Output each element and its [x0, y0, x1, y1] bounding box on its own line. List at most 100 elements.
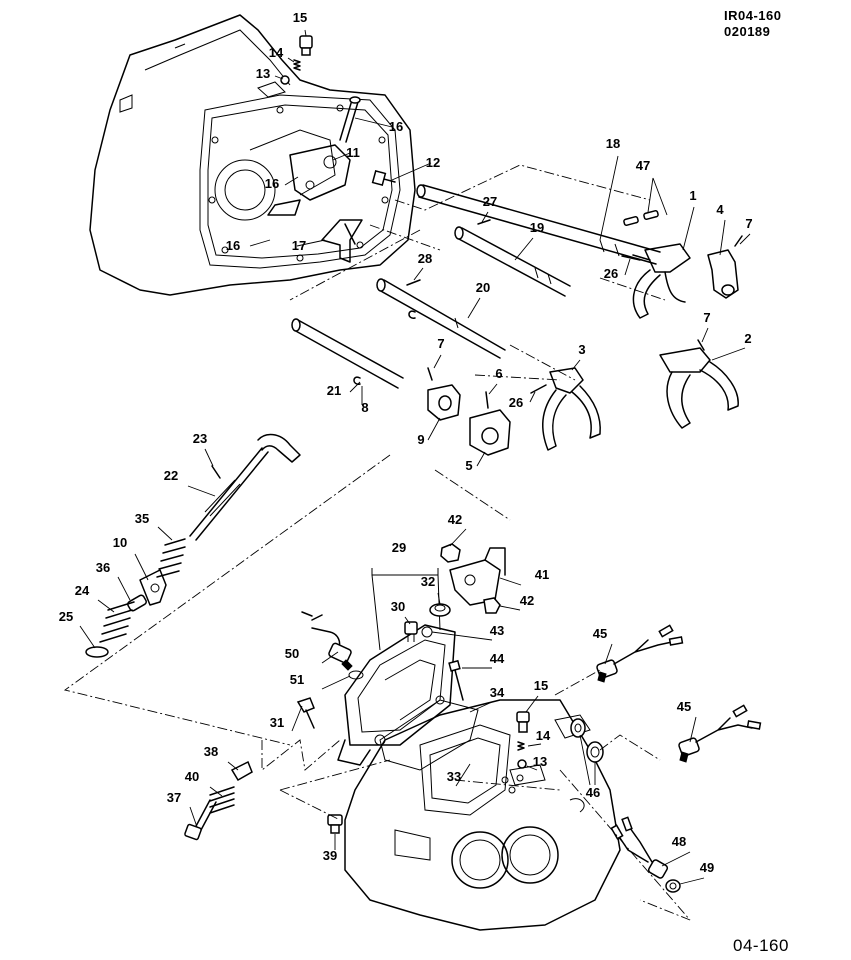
callout-29: 29 — [392, 540, 406, 555]
o-ring-51 — [348, 670, 364, 680]
callout-14: 14 — [269, 45, 284, 60]
transmission-case — [344, 699, 621, 931]
roll-pin-7 — [697, 339, 705, 351]
spring-24 — [99, 601, 135, 643]
callout-49: 49 — [700, 860, 714, 875]
callout-21: 21 — [327, 383, 341, 398]
control-shaft-22 — [189, 433, 301, 541]
plug-39 — [327, 814, 343, 834]
nut-42 — [440, 543, 461, 563]
shift-block-5 — [469, 409, 511, 456]
callout-8: 8 — [361, 400, 368, 415]
washer-25 — [85, 646, 109, 658]
switch-48 — [610, 816, 669, 879]
pin-27 — [477, 219, 491, 225]
pins-47 — [623, 209, 659, 227]
spring-14 — [517, 741, 525, 751]
callout-42: 42 — [448, 512, 462, 527]
clutch-housing — [89, 14, 416, 296]
spring-40 — [209, 786, 235, 814]
pin-28 — [406, 279, 421, 286]
diagram-code: IR04-160 — [724, 8, 782, 23]
shift-rail-21 — [291, 318, 404, 389]
callout-19: 19 — [530, 220, 544, 235]
bolt-31 — [296, 697, 315, 729]
roll-pin-26 — [530, 384, 547, 394]
callout-38: 38 — [204, 744, 218, 759]
bushing-32 — [429, 603, 451, 617]
bolt-44 — [448, 659, 464, 701]
callout-36: 36 — [96, 560, 110, 575]
shift-fork-1 — [632, 243, 691, 319]
callout-12: 12 — [426, 155, 440, 170]
leader-lines — [79, 29, 751, 885]
callout-10: 10 — [113, 535, 127, 550]
lever-bracket-11 — [289, 144, 351, 201]
callout-2: 2 — [744, 331, 751, 346]
callout-32: 32 — [421, 574, 435, 589]
shift-block-9 — [427, 384, 461, 421]
bolt-37 — [184, 799, 217, 841]
callout-39: 39 — [323, 848, 337, 863]
vent-30 — [404, 621, 418, 642]
callout-44: 44 — [490, 651, 505, 666]
callout-18: 18 — [606, 136, 620, 151]
callout-16: 16 — [389, 119, 403, 134]
washer-49 — [665, 879, 681, 893]
callout-13: 13 — [256, 66, 270, 81]
callout-4: 4 — [716, 202, 724, 217]
callout-23: 23 — [193, 431, 207, 446]
ball-13 — [280, 75, 290, 85]
callout-15: 15 — [534, 678, 548, 693]
shift-fork-3 — [542, 367, 601, 451]
callout-5: 5 — [465, 458, 472, 473]
retainer-36 — [127, 594, 147, 612]
plug-bolt-15 — [299, 35, 313, 56]
callout-26: 26 — [509, 395, 523, 410]
bolt-12 — [371, 169, 396, 187]
callout-31: 31 — [270, 715, 284, 730]
callout-41: 41 — [535, 567, 549, 582]
switch-45 — [678, 704, 762, 763]
callout-37: 37 — [167, 790, 181, 805]
o-ring-43 — [421, 626, 433, 638]
c-ring — [408, 310, 416, 319]
callout-11: 11 — [346, 145, 360, 160]
callout-15: 15 — [293, 10, 307, 25]
callout-17: 17 — [292, 238, 306, 253]
callout-48: 48 — [672, 834, 686, 849]
callout-1: 1 — [689, 188, 696, 203]
roll-pin-7 — [734, 235, 743, 247]
shift-rail-19 — [454, 226, 571, 297]
gasket-34 — [379, 699, 479, 771]
callout-7: 7 — [437, 336, 444, 351]
bracket-17 — [321, 219, 363, 263]
shift-cover-29 — [337, 624, 456, 766]
callout-7: 7 — [745, 216, 752, 231]
callout-28: 28 — [418, 251, 432, 266]
diagram-date-code: 020189 — [724, 24, 771, 39]
callout-20: 20 — [476, 280, 490, 295]
seal-46 — [586, 741, 604, 763]
seal-46 — [570, 718, 586, 738]
callout-25: 25 — [59, 609, 73, 624]
callout-9: 9 — [417, 432, 424, 447]
pin-23 — [211, 465, 221, 479]
detent-pin-16 — [339, 96, 361, 143]
callout-42: 42 — [520, 593, 534, 608]
callout-14: 14 — [536, 728, 551, 743]
spring-35 — [156, 538, 186, 578]
shift-rail-20 — [376, 278, 506, 359]
callout-3: 3 — [578, 342, 585, 357]
callout-13: 13 — [533, 754, 547, 769]
shift-rail-18 — [416, 184, 661, 265]
callout-7: 7 — [703, 310, 710, 325]
callout-33: 33 — [447, 769, 461, 784]
callout-40: 40 — [185, 769, 199, 784]
roll-pin-6 — [485, 391, 489, 409]
plug-38 — [230, 760, 253, 782]
callout-16: 16 — [226, 238, 240, 253]
switch-45 — [596, 624, 684, 683]
callout-50: 50 — [285, 646, 299, 661]
